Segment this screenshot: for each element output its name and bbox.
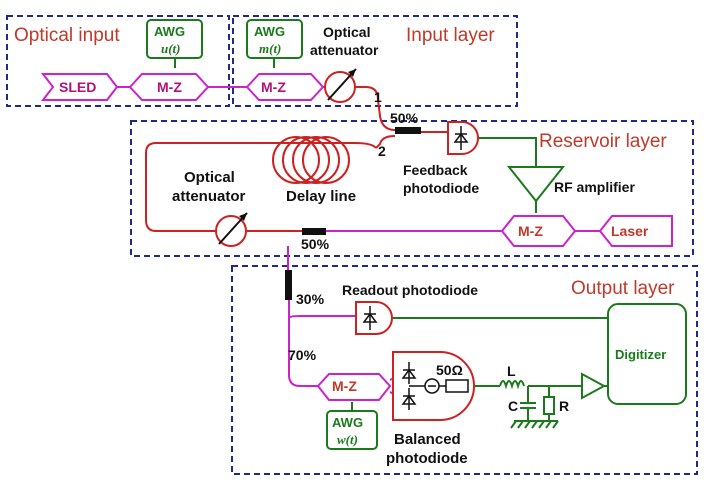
balanced-photodiode: [392, 351, 475, 421]
awg-m-signal: m(t): [259, 41, 281, 56]
red-fibers: [145, 86, 448, 232]
rf-amplifier: [506, 166, 566, 203]
split-50-top-label: 50%: [390, 110, 419, 126]
feedback-label-1: Feedback: [403, 162, 468, 178]
sled-label: SLED: [59, 79, 96, 95]
split-30-label: 30%: [296, 291, 325, 307]
optical-input-region: [6, 15, 230, 107]
awg-m-box: AWG m(t): [246, 19, 303, 59]
balanced-label-2: photodiode: [386, 450, 468, 467]
feedback-label-2: photodiode: [403, 180, 479, 196]
sled-block: [40, 73, 119, 101]
inductor-label: L: [507, 363, 516, 379]
feedback-photodiode: [447, 121, 479, 155]
digitizer-label: Digitizer: [615, 347, 666, 362]
attenuator-reservoir-label-2: attenuator: [172, 188, 246, 205]
output-layer-region: [231, 265, 698, 475]
optical-input-title: Optical input: [14, 25, 120, 46]
readout-photodiode: [355, 301, 393, 335]
coupler-30-70: [285, 270, 292, 300]
port-2-label: 2: [378, 143, 386, 159]
coupler-50-top: [395, 127, 421, 134]
electrical-wires: [174, 58, 612, 429]
port-1-label: 1: [374, 89, 382, 105]
resistor-label: R: [559, 398, 569, 414]
mz-reservoir-label: M-Z: [518, 223, 543, 239]
split-50-bottom-label: 50%: [301, 236, 330, 252]
r-ohm-label: 50Ω: [436, 362, 463, 378]
laser-label: Laser: [611, 223, 649, 239]
output-layer-title: Output layer: [571, 278, 675, 299]
awg-u-box: AWG u(t): [146, 19, 203, 59]
mz-reservoir-modulator: [500, 215, 577, 247]
awg-u-signal: u(t): [161, 41, 181, 56]
optical-attenuator-reservoir: [215, 212, 248, 247]
readout-photodiode-label: Readout photodiode: [342, 282, 478, 298]
reservoir-layer-region: [130, 120, 694, 257]
attenuator-input-label-1: Optical: [323, 24, 370, 40]
digitizer-block: [607, 303, 687, 405]
input-layer-title: Input layer: [406, 25, 495, 46]
mz-input-modulator: [128, 73, 210, 101]
laser-block: [598, 215, 673, 247]
mz-output-label: M-Z: [332, 378, 357, 394]
optical-attenuator-input: [324, 68, 357, 103]
attenuator-reservoir-label-1: Optical: [184, 169, 235, 186]
awg-w-signal: w(t): [337, 432, 358, 447]
input-layer-region: [232, 15, 518, 107]
split-70-label: 70%: [288, 347, 317, 363]
mz-mask-label: M-Z: [261, 79, 286, 95]
delay-line-label: Delay line: [286, 188, 356, 205]
awg-w-label: AWG: [332, 415, 363, 430]
reservoir-layer-title: Reservoir layer: [539, 131, 667, 152]
balanced-label-1: Balanced: [394, 431, 461, 448]
rf-amplifier-label: RF amplifier: [554, 179, 635, 195]
attenuator-input-label-2: attenuator: [310, 42, 379, 58]
mz-mask-modulator: [245, 73, 325, 101]
mz-input-label: M-Z: [157, 79, 182, 95]
output-amplifier: [581, 372, 607, 400]
capacitor-label: C: [508, 398, 518, 414]
awg-m-label: AWG: [254, 24, 285, 39]
awg-w-box: AWG w(t): [326, 410, 378, 450]
mz-output-modulator: [316, 373, 392, 401]
coupler-50-bottom: [302, 228, 326, 235]
awg-u-label: AWG: [154, 24, 185, 39]
